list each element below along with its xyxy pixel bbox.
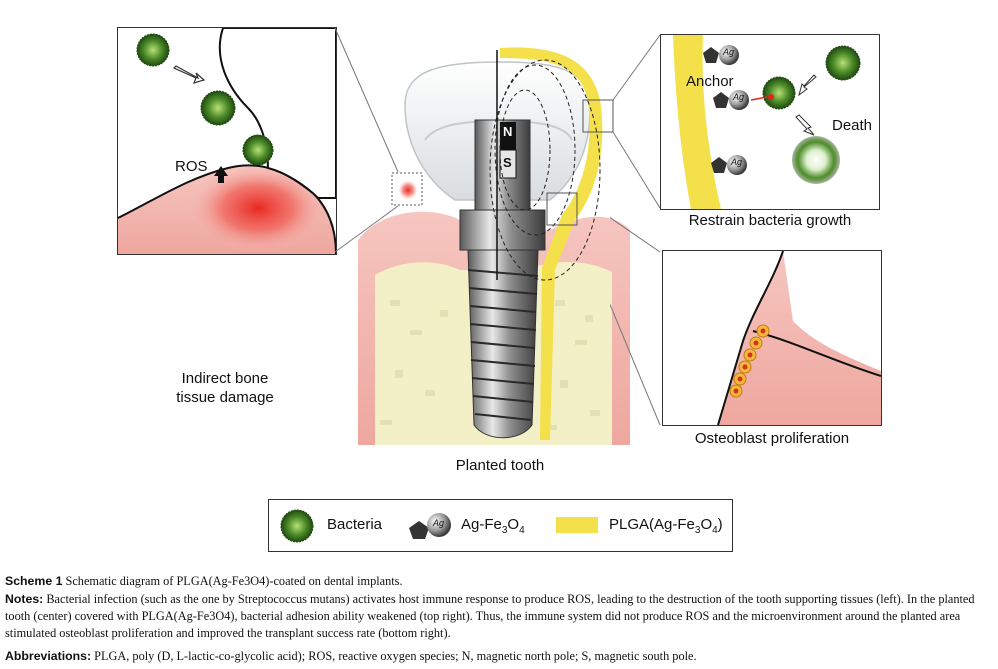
top-right-caption: Restrain bacteria growth	[688, 212, 852, 229]
left-panel-illustration	[118, 28, 336, 254]
plga-coating	[500, 47, 603, 440]
osteoblast-cells	[729, 324, 770, 398]
up-arrow-icon	[214, 166, 228, 183]
south-label: S	[503, 155, 512, 170]
ag-badge: Ag	[733, 92, 745, 102]
left-panel: ROS	[117, 27, 337, 255]
planted-tooth-illustration	[358, 47, 630, 445]
top-right-illustration	[673, 35, 861, 209]
dead-bacteria-icon	[792, 136, 840, 184]
hollow-arrow-icon	[798, 74, 817, 97]
death-label: Death	[832, 117, 873, 134]
plga-swatch	[556, 517, 598, 533]
inflammation-area	[188, 163, 328, 253]
legend: Bacteria Ag Ag-Fe3O4 PLGA(Ag-Fe3O4)	[268, 499, 733, 552]
top-right-panel: Ag Ag Ag Anchor Death	[660, 34, 880, 210]
scheme-caption: Scheme 1 Schematic diagram of PLGA(Ag-Fe…	[5, 574, 403, 588]
bacteria-icon	[762, 76, 796, 110]
north-label: N	[503, 124, 513, 139]
south-pole	[499, 149, 517, 179]
north-pole	[500, 122, 516, 150]
bacteria-icon	[280, 509, 314, 543]
left-connector-lines	[334, 27, 399, 253]
bacteria-icon	[200, 90, 236, 126]
hollow-arrow-icon	[172, 65, 206, 84]
legend-plga-label: PLGA(Ag-Fe3O4)	[609, 516, 723, 536]
hollow-arrow-icon	[795, 114, 815, 136]
legend-ag-badge: Ag	[433, 518, 445, 528]
abbreviations-caption: Abbreviations: PLGA, poly (D, L-lactic-c…	[5, 649, 697, 663]
left-panel-caption: Indirect bone tissue damage	[176, 370, 274, 406]
ag-badge: Ag	[723, 47, 735, 57]
bacteria-icon	[242, 134, 274, 166]
bacteria-icon	[825, 45, 861, 81]
ag-badge: Ag	[731, 157, 743, 167]
bottom-right-panel	[662, 250, 882, 426]
bacteria-icon	[136, 33, 170, 67]
planted-tooth-caption: Planted tooth	[455, 457, 545, 474]
ag-fe3o4-particle-icon	[409, 513, 451, 539]
legend-bacteria-label: Bacteria	[327, 516, 383, 533]
right-connector-lines	[610, 34, 661, 426]
legend-ag-fe3o4-label: Ag-Fe3O4	[461, 516, 525, 536]
bottom-right-illustration	[663, 251, 881, 425]
bottom-right-caption: Osteoblast proliferation	[694, 430, 850, 447]
notes-caption: Notes: Bacterial infection (such as the …	[5, 592, 975, 640]
implant-screw	[467, 249, 539, 439]
anchor-label: Anchor	[686, 73, 734, 90]
ros-label: ROS	[175, 158, 208, 175]
